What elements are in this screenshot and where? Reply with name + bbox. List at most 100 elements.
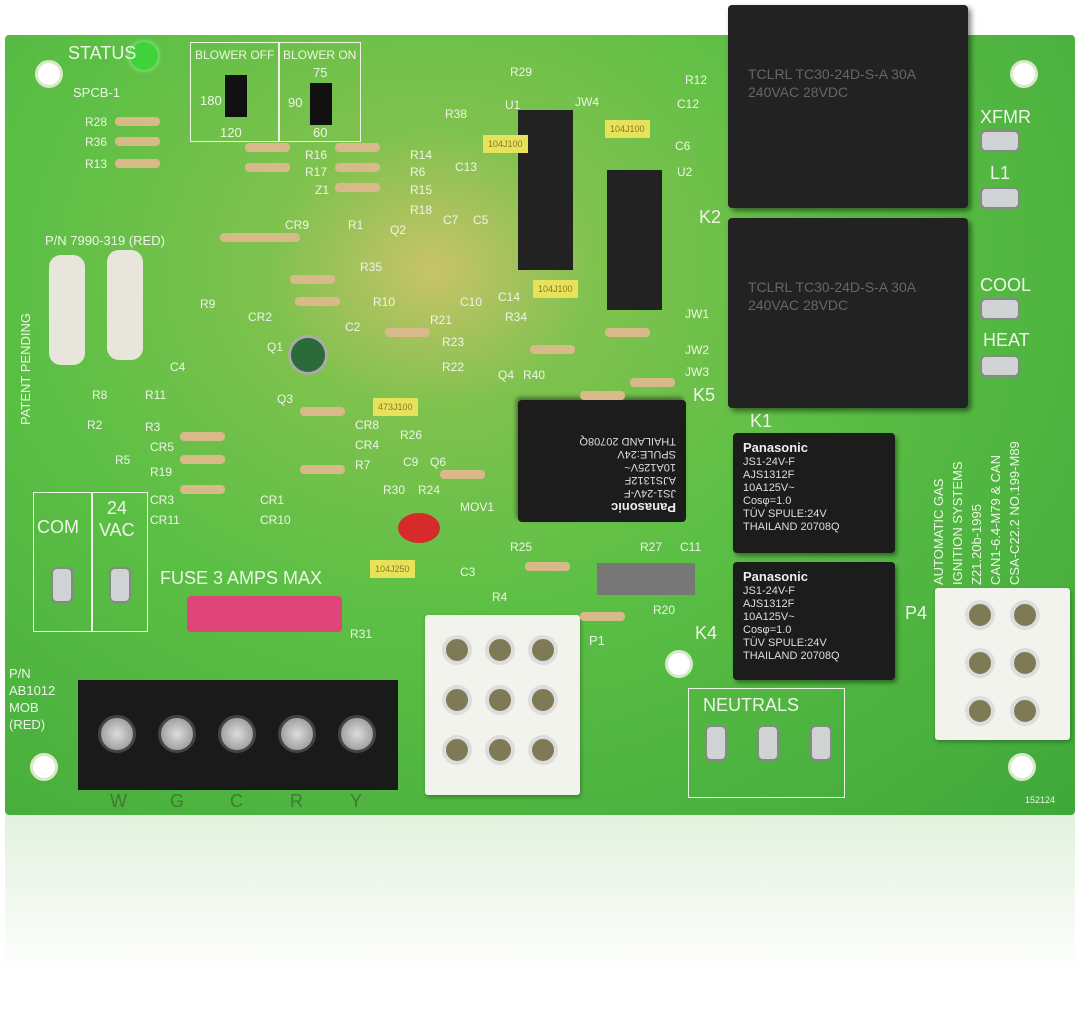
resistor	[335, 163, 380, 172]
connector-pin	[442, 685, 472, 715]
component-label: U1	[505, 98, 521, 112]
component-label: R35	[360, 260, 383, 274]
relay-text: TCLRL TC30-24D-S-A 30A 240VAC 28VDC	[748, 66, 916, 100]
resistor	[115, 117, 160, 126]
relay-line: JS1-24V-F	[743, 585, 795, 597]
terminal-screw[interactable]	[338, 715, 376, 753]
l1-terminal[interactable]	[980, 187, 1020, 209]
neutrals-box	[688, 688, 845, 798]
board-reflection	[5, 815, 1075, 1013]
component-label: CR2	[248, 310, 273, 324]
heat-terminal[interactable]	[980, 355, 1020, 377]
blower-on-box	[278, 42, 361, 142]
connector-pin	[528, 635, 558, 665]
component-label: R20	[653, 603, 676, 617]
resistor	[580, 612, 625, 621]
component-label: C4	[170, 360, 186, 374]
blower-off-jumper[interactable]	[225, 75, 247, 117]
terminal-pn-label: P/N AB1012 MOB (RED)	[9, 665, 75, 733]
relay-line: 10A125V~	[743, 611, 795, 623]
xfmr-label: XFMR	[980, 107, 1031, 127]
component-label: JW3	[685, 365, 709, 379]
connector-pin	[485, 735, 515, 765]
component-label: Q6	[430, 455, 447, 469]
connector-pin	[528, 685, 558, 715]
relay-line: JS1-24V-F	[624, 487, 676, 499]
relay-line: AJS1312F	[743, 598, 795, 610]
blower-off-label: BLOWER OFF	[195, 48, 275, 62]
xfmr-terminal[interactable]	[980, 130, 1020, 152]
connector-pin	[1010, 696, 1040, 726]
component-label: Z1	[315, 183, 330, 197]
terminal-letter: W	[110, 791, 127, 811]
neutrals-label: NEUTRALS	[703, 695, 800, 715]
resistor	[630, 378, 675, 387]
neutral-terminal[interactable]	[757, 725, 779, 761]
k4-label: K4	[695, 623, 718, 643]
film-capacitor: 104J250	[370, 560, 415, 578]
resistor	[525, 562, 570, 571]
k2-label: K2	[699, 207, 722, 227]
component-label: R30	[383, 483, 406, 497]
resistor	[300, 465, 345, 474]
terminal-screw[interactable]	[98, 715, 136, 753]
component-label: R38	[445, 107, 468, 121]
component-label: R16	[305, 148, 328, 162]
cert-line: AUTOMATIC GAS	[931, 478, 946, 585]
component-label: R15	[410, 183, 433, 197]
heat-label: HEAT	[983, 330, 1030, 350]
connector-pin	[528, 735, 558, 765]
component-label: C5	[473, 213, 489, 227]
component-label: C13	[455, 160, 478, 174]
l1-label: L1	[990, 163, 1011, 183]
connector-pin	[1010, 600, 1040, 630]
circuit-board: STATUS SPCB-1 BLOWER OFF BLOWER ON 180 1…	[5, 5, 1075, 815]
component-label: C12	[677, 97, 700, 111]
neutral-terminal[interactable]	[705, 725, 727, 761]
vac-terminal[interactable]	[109, 567, 131, 603]
connector-pin	[965, 648, 995, 678]
fuse[interactable]	[187, 596, 342, 632]
component-label: Q3	[277, 392, 294, 406]
relay-line: Cosφ=1.0	[743, 495, 792, 507]
resistor	[385, 328, 430, 337]
connector-pin	[485, 685, 515, 715]
cool-terminal[interactable]	[980, 298, 1020, 320]
blower-on-jumper[interactable]	[310, 83, 332, 125]
resistor	[290, 275, 335, 284]
p4-connector[interactable]	[935, 588, 1070, 740]
divider	[91, 492, 93, 632]
com-terminal[interactable]	[51, 567, 73, 603]
component-label: CR8	[355, 418, 380, 432]
p4-label: P4	[905, 603, 928, 623]
com-label: COM	[37, 517, 79, 537]
component-label: R18	[410, 203, 433, 217]
connector-pin	[485, 635, 515, 665]
component-label: R4	[492, 590, 508, 604]
component-label: R26	[400, 428, 423, 442]
relay-line: THAILAND 20708Q	[743, 650, 840, 662]
setting-label: 90	[288, 95, 303, 110]
component-label: R22	[442, 360, 465, 374]
component-label: CR4	[355, 438, 380, 452]
component-label: R24	[418, 483, 441, 497]
relay-line: THAILAND 20708Q	[743, 521, 840, 533]
component-label: Q2	[390, 223, 407, 237]
component-label: C10	[460, 295, 483, 309]
k5-label: K5	[693, 385, 716, 405]
cool-label: COOL	[980, 275, 1032, 295]
relay-k2-top: TCLRL TC30-24D-S-A 30A 240VAC 28VDC	[728, 5, 968, 208]
terminal-screw[interactable]	[158, 715, 196, 753]
connector-pin	[965, 696, 995, 726]
neutral-terminal[interactable]	[810, 725, 832, 761]
component-label: R31	[350, 627, 373, 641]
connector-pin	[442, 735, 472, 765]
terminal-screw[interactable]	[218, 715, 256, 753]
connector-pin	[442, 635, 472, 665]
resistor	[180, 432, 225, 441]
ic-u1	[518, 110, 573, 270]
component-label: R2	[87, 418, 103, 432]
relay-line: JS1-24V-F	[743, 456, 795, 468]
terminal-screw[interactable]	[278, 715, 316, 753]
